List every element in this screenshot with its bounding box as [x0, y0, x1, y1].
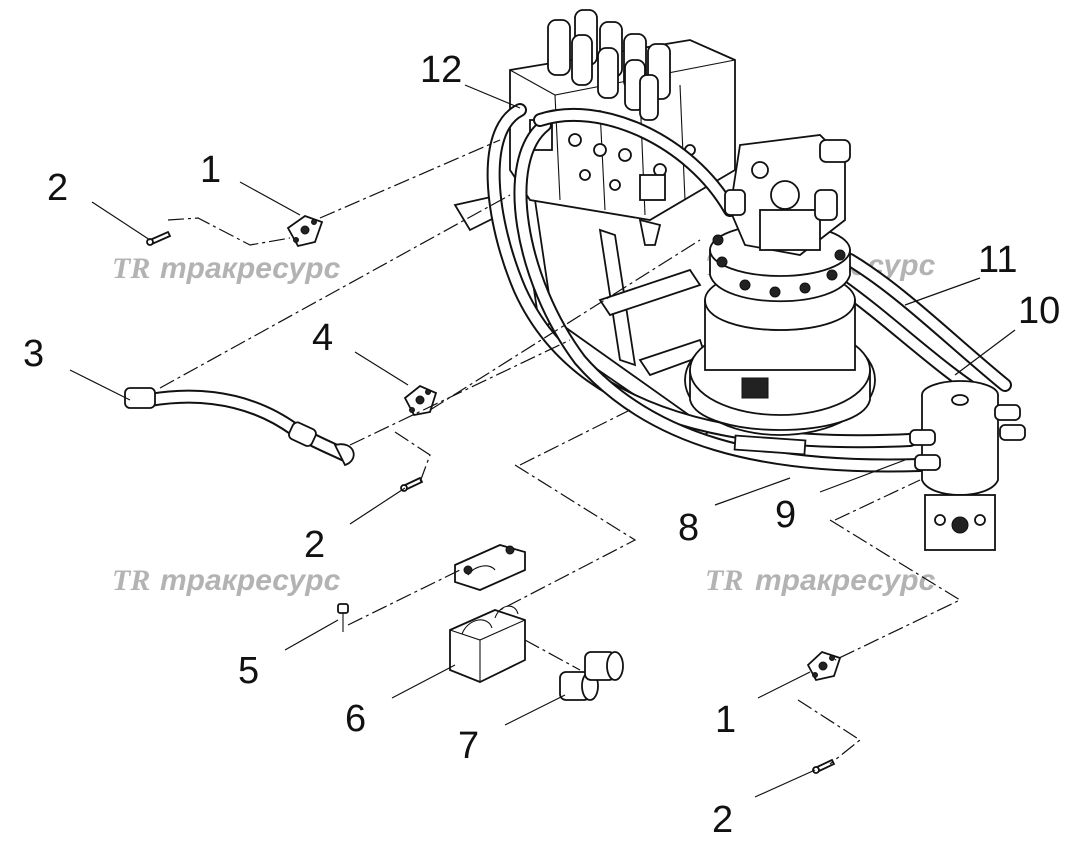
watermark-text: тракресурс — [755, 564, 936, 597]
watermark-logo: TR — [705, 564, 743, 597]
callout-labels: 1 2 3 4 2 5 6 7 8 9 10 11 12 1 2 — [23, 49, 1060, 841]
watermark-logo: TR — [112, 564, 150, 597]
part-2-bolt-bottom — [812, 758, 836, 774]
callout-1-top: 1 — [200, 149, 221, 191]
callout-8: 8 — [678, 507, 699, 549]
callout-6: 6 — [345, 698, 366, 740]
watermark-mid-left: TR тракресурс — [112, 564, 341, 597]
assembly-center-lines — [159, 139, 962, 765]
motor-bolts — [712, 234, 846, 298]
callout-1-bottom: 1 — [715, 699, 736, 741]
callout-9: 9 — [775, 494, 796, 536]
part-7-bushings — [559, 651, 624, 701]
part-1-flange-bottom — [806, 650, 842, 682]
part-1-flange-top — [286, 214, 324, 248]
mounting-frame — [453, 193, 712, 442]
callout-4: 4 — [312, 317, 333, 359]
callout-2-top: 2 — [47, 167, 68, 209]
callout-2-mid: 2 — [304, 524, 325, 566]
leader-lines — [69, 84, 1016, 798]
part-6-clamp — [449, 544, 526, 683]
part-5-bolt — [337, 603, 349, 632]
watermark-top-left: TR тракресурс — [112, 252, 341, 285]
callout-12: 12 — [420, 49, 462, 91]
valve-spools — [547, 9, 671, 121]
watermark-logo: TR — [112, 252, 150, 285]
watermark-text: тракресурс — [160, 252, 341, 285]
watermark-text: тракресурс — [160, 564, 341, 597]
part-4-flange-mid — [403, 384, 438, 417]
part-3-hose — [124, 387, 355, 467]
callout-3: 3 — [23, 333, 44, 375]
callout-5: 5 — [238, 650, 259, 692]
callout-11: 11 — [978, 239, 1017, 281]
part-2-bolt-top — [146, 230, 172, 246]
callout-2-bottom: 2 — [712, 799, 733, 841]
swing-motor — [684, 134, 876, 436]
callout-7: 7 — [458, 725, 479, 767]
callout-10: 10 — [1018, 290, 1060, 332]
swivel-joint — [909, 380, 1026, 551]
watermark-mid-right: TR тракресурс — [705, 564, 936, 597]
